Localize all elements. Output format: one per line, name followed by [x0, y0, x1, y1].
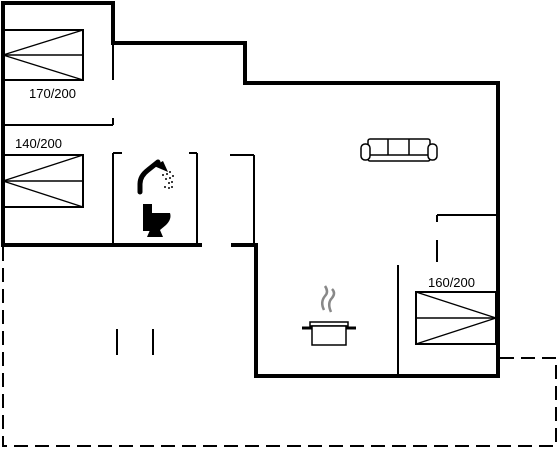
bed-1	[2, 29, 84, 81]
outer-wall-left	[1, 1, 202, 247]
bed-1-label: 170/200	[29, 86, 76, 101]
toilet-icon	[143, 204, 171, 237]
shower-icon	[137, 159, 174, 195]
bed-3	[415, 291, 497, 345]
cooking-pot-icon	[302, 285, 356, 346]
bed-2-label: 140/200	[15, 136, 62, 151]
bed-2	[2, 154, 84, 208]
sofa-icon	[360, 138, 438, 162]
terrace-outline	[2, 247, 557, 447]
outer-wall	[1, 1, 500, 378]
bed-3-label: 160/200	[428, 275, 475, 290]
